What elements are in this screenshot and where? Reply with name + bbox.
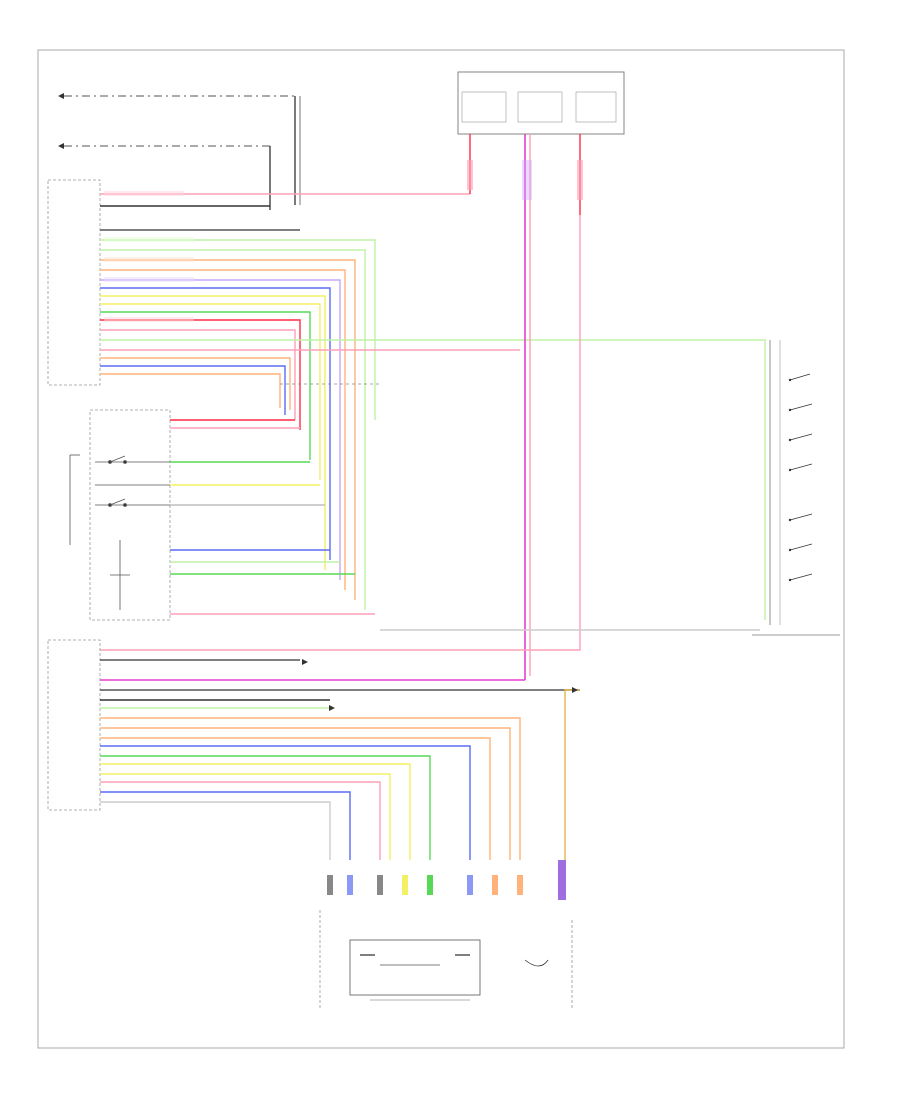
switch-cluster-wires xyxy=(170,419,760,631)
fuse-box xyxy=(457,71,625,135)
diagram-frame xyxy=(37,49,845,1049)
ground-arrows-top xyxy=(58,93,301,210)
passenger-door-lock-actuator xyxy=(319,860,573,1010)
actuator-connectors xyxy=(327,860,566,900)
door-lock-control-module xyxy=(47,179,101,386)
ground-arrows-passenger xyxy=(302,659,578,711)
switch-cluster xyxy=(69,409,171,621)
passenger-wires xyxy=(100,659,580,860)
module-wires xyxy=(100,193,766,620)
door-lock-switch xyxy=(752,340,840,636)
passenger-door-lock-control xyxy=(47,639,101,811)
fuse-feeds xyxy=(100,134,583,680)
module-wire-codes xyxy=(104,191,194,322)
